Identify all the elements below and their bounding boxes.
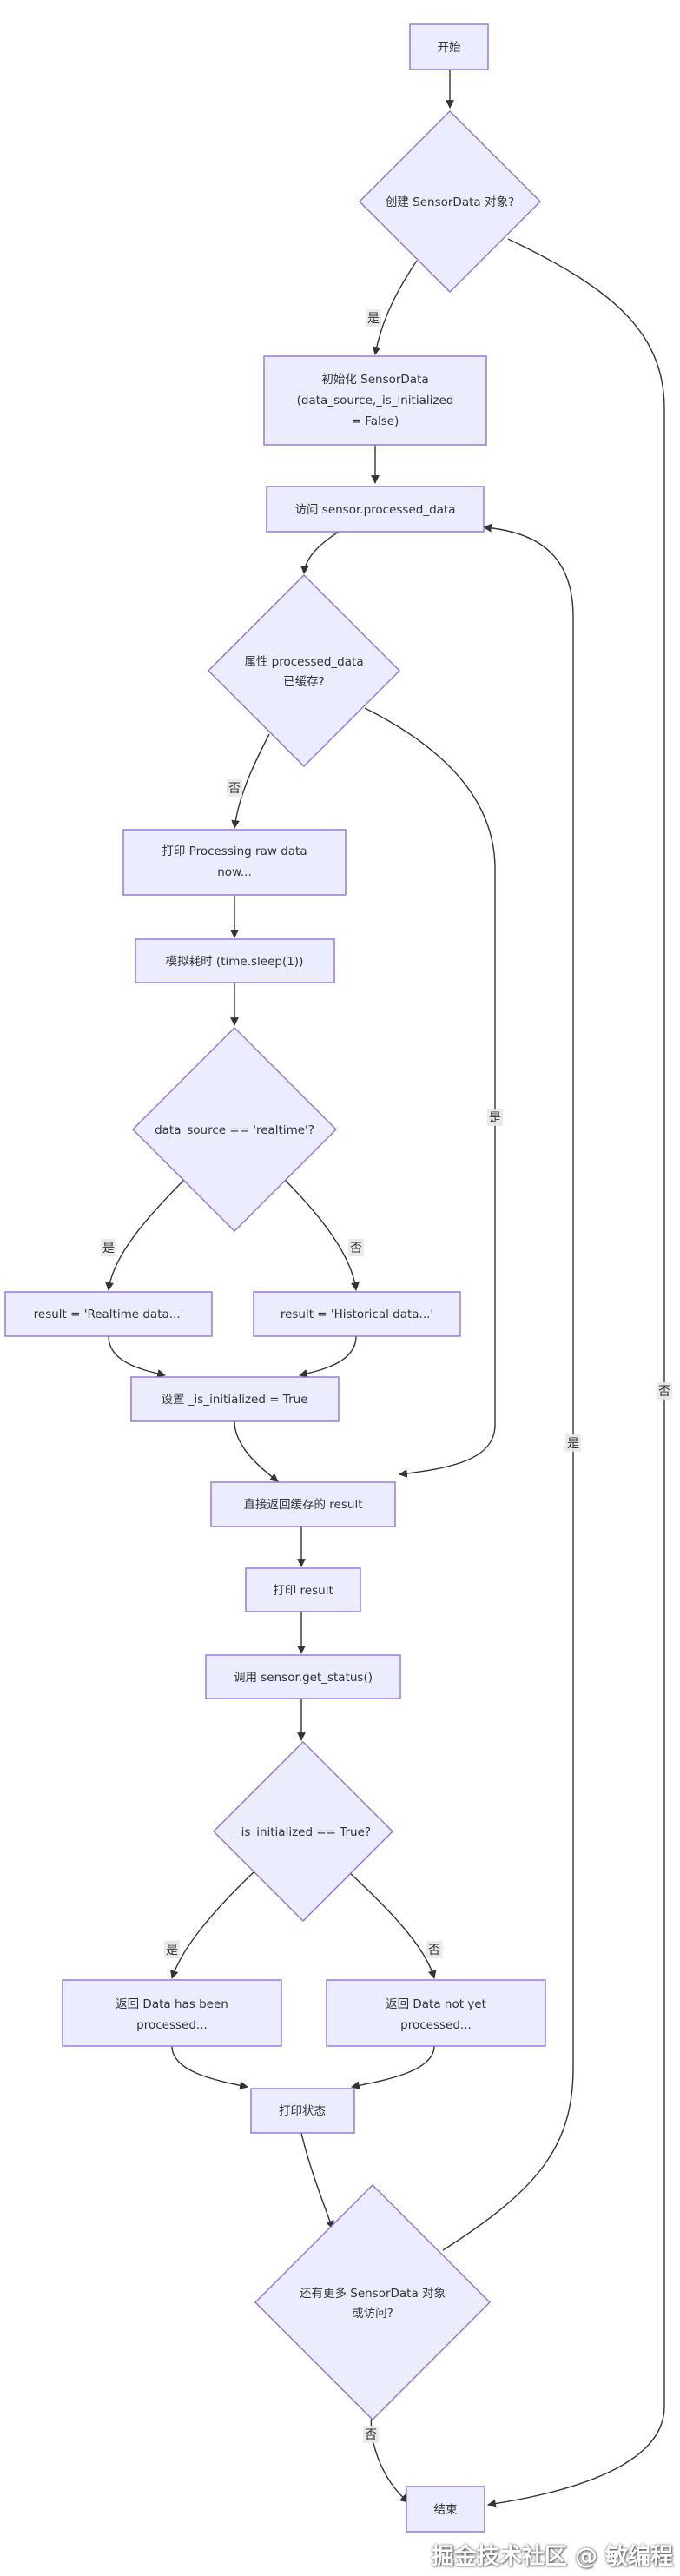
node-print-result: 打印 result [245,1567,361,1612]
edge-printstatus-to-more [300,2132,334,2229]
node-get-status: 调用 sensor.get_status() [205,1654,401,1699]
svg-text:返回 Data not yet: 返回 Data not yet [386,1997,486,2011]
svg-text:data_source == 'realtime'?: data_source == 'realtime'? [155,1123,314,1137]
svg-text:已缓存?: 已缓存? [283,675,325,689]
svg-text:直接返回缓存的 result: 直接返回缓存的 result [244,1497,363,1512]
svg-text:否: 否 [658,1385,670,1399]
svg-text:否: 否 [228,782,241,796]
svg-text:now...: now... [217,865,252,879]
svg-text:返回 Data has been: 返回 Data has been [116,1997,228,2011]
edge-more-yes-to-access [442,523,574,2251]
edge-realtime-to-setinit [108,1335,166,1378]
node-return-cached-result: 直接返回缓存的 result [210,1481,396,1527]
edge-create-no-to-end [487,238,665,2508]
node-cached-decision: 属性 processed_data 已缓存? [208,574,400,767]
node-initialized-decision: _is_initialized == True? [213,1741,393,1922]
svg-text:打印 result: 打印 result [273,1583,333,1598]
svg-text:是: 是 [567,1437,579,1451]
node-print-status: 打印状态 [250,2088,355,2134]
edge-label-cached-yes: 是 [487,1109,503,1126]
svg-text:否: 否 [365,2428,377,2442]
svg-text:设置 _is_initialized = True: 设置 _is_initialized = True [162,1393,308,1407]
node-source-decision: data_source == 'realtime'? [132,1027,337,1232]
edge-setinit-to-return [234,1420,279,1482]
edge-source-yes-to-realtime [105,1176,188,1291]
svg-text:创建 SensorData 对象?: 创建 SensorData 对象? [386,195,514,209]
node-result-realtime: result = 'Realtime data...' [4,1291,213,1337]
edge-label-more-no: 否 [363,2426,379,2443]
edges [105,70,665,2508]
svg-text:结束: 结束 [434,2503,459,2517]
edge-initcheck-no-to-notprocessed [348,1871,437,1979]
svg-text:还有更多 SensorData 对象: 还有更多 SensorData 对象 [300,2286,446,2301]
svg-text:或访问?: 或访问? [352,2307,393,2321]
svg-text:初始化 SensorData: 初始化 SensorData [321,372,428,387]
edge-label-initcheck-yes: 是 [164,1941,180,1958]
node-set-initialized: 设置 _is_initialized = True [130,1376,340,1422]
node-end: 结束 [406,2486,485,2533]
svg-text:是: 是 [489,1111,501,1125]
edge-access-to-cached [300,531,340,574]
svg-text:processed...: processed... [136,2018,208,2032]
svg-text:(data_source,_is_initialized: (data_source,_is_initialized [297,394,454,407]
node-sleep: 模拟耗时 (time.sleep(1)) [135,938,335,983]
svg-text:processed...: processed... [400,2018,472,2032]
svg-text:开始: 开始 [438,41,462,55]
node-init-sensordata: 初始化 SensorData (data_source,_is_initiali… [263,355,487,446]
node-access-processed-data: 访问 sensor.processed_data [266,486,485,533]
edge-notprocessed-to-printstatus [351,2045,435,2090]
node-result-historical: result = 'Historical data...' [253,1291,461,1337]
edge-cached-no-to-print [231,733,270,829]
svg-text:模拟耗时 (time.sleep(1)): 模拟耗时 (time.sleep(1)) [166,955,304,969]
node-return-processed: 返回 Data has been processed... [62,1979,282,2047]
edge-labels: 是 否 否 是 是 否 是 否 [101,309,672,2443]
edge-more-no-to-end [370,2404,409,2503]
edge-label-create-no: 否 [657,1382,672,1400]
edge-label-cached-no: 否 [227,779,242,797]
edge-label-source-yes: 是 [101,1239,116,1256]
edge-processed-to-printstatus [171,2045,248,2090]
svg-text:_is_initialized == True?: _is_initialized == True? [234,1825,371,1839]
nodes: 开始 创建 SensorData 对象? 初始化 SensorData (dat… [4,23,546,2533]
edge-label-more-yes: 是 [565,1434,581,1452]
svg-text:result = 'Realtime data...': result = 'Realtime data...' [34,1308,184,1321]
edge-initcheck-yes-to-processed [170,1871,254,1979]
svg-text:调用 sensor.get_status(): 调用 sensor.get_status() [234,1671,373,1685]
node-create-sensordata-decision: 创建 SensorData 对象? [359,110,541,293]
svg-text:= False): = False) [352,414,399,428]
edge-label-initcheck-no: 否 [426,1941,442,1958]
svg-text:result = 'Historical data...': result = 'Historical data...' [281,1308,433,1321]
edge-source-no-to-historical [281,1176,360,1291]
watermark: 掘金技术社区 @ 敏编程 [431,2544,673,2570]
edge-cached-yes-to-return [364,707,496,1478]
edge-create-yes-to-init [372,260,418,355]
svg-text:打印 Processing raw data: 打印 Processing raw data [162,844,307,858]
svg-text:是: 是 [367,312,380,326]
node-print-processing: 打印 Processing raw data now... [122,829,347,896]
svg-text:是: 是 [166,1944,178,1957]
edge-label-source-no: 否 [348,1239,364,1256]
svg-text:访问 sensor.processed_data: 访问 sensor.processed_data [295,503,456,517]
node-more-decision: 还有更多 SensorData 对象 或访问? [254,2184,491,2420]
svg-text:否: 否 [350,1242,362,1255]
svg-text:属性 processed_data: 属性 processed_data [244,655,363,669]
svg-text:打印状态: 打印状态 [279,2103,326,2118]
svg-text:是: 是 [102,1242,115,1255]
edge-historical-to-setinit [299,1335,357,1378]
node-start: 开始 [409,23,489,70]
edge-label-create-yes: 是 [366,309,381,327]
svg-text:否: 否 [428,1944,440,1957]
node-return-not-processed: 返回 Data not yet processed... [326,1979,546,2047]
